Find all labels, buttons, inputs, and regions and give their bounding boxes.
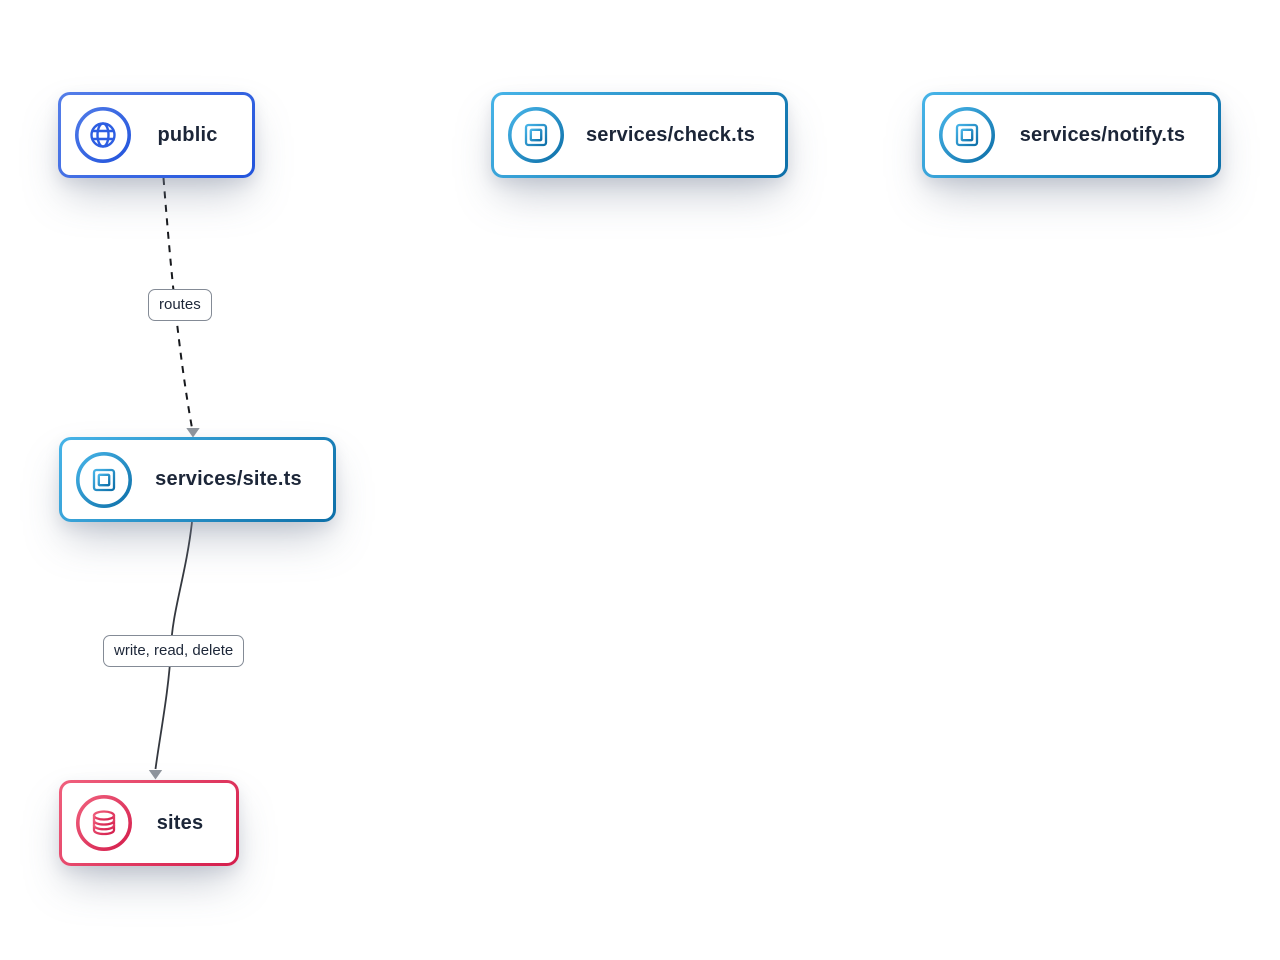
- node-services-notify-body: services/notify.ts: [925, 95, 1218, 175]
- node-sites-body: sites: [62, 783, 236, 863]
- node-public-body: public: [61, 95, 252, 175]
- node-services-notify-label: services/notify.ts: [1019, 123, 1186, 146]
- node-services-site[interactable]: services/site.ts: [59, 437, 336, 522]
- node-services-check-body: services/check.ts: [494, 95, 785, 175]
- database-icon: [75, 794, 133, 852]
- node-services-check[interactable]: services/check.ts: [491, 92, 788, 178]
- edge-label-routes: routes: [148, 289, 212, 321]
- node-services-site-body: services/site.ts: [62, 440, 333, 519]
- node-sites-label: sites: [156, 811, 204, 834]
- node-services-site-label: services/site.ts: [155, 468, 302, 490]
- node-services-check-label: services/check.ts: [585, 123, 756, 146]
- edge-label-write-read-delete: write, read, delete: [103, 635, 245, 667]
- chip-icon: [938, 106, 996, 164]
- node-sites[interactable]: sites: [59, 780, 239, 866]
- chip-icon: [75, 451, 133, 508]
- globe-icon: [74, 106, 132, 164]
- arrowhead-sites: [148, 770, 163, 780]
- node-services-notify[interactable]: services/notify.ts: [922, 92, 1221, 178]
- node-public-label: public: [157, 123, 218, 146]
- chip-icon: [507, 106, 565, 164]
- node-public[interactable]: public: [58, 92, 255, 178]
